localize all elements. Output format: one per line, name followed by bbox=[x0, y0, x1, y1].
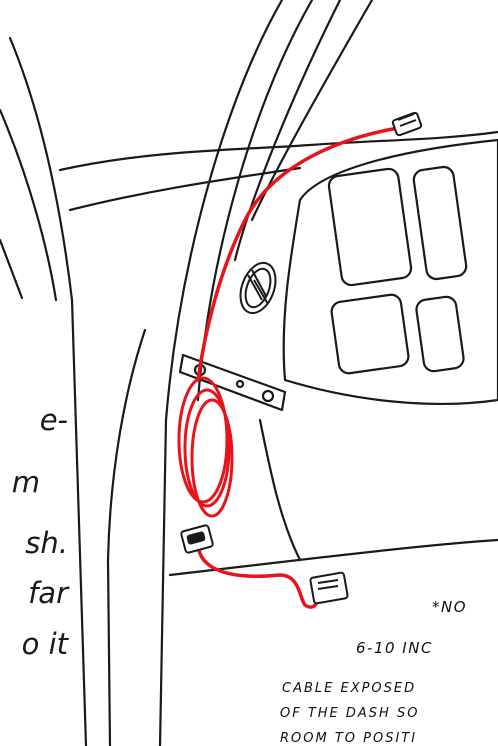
a-pillar-line-2 bbox=[0, 110, 56, 300]
air-vent-icon bbox=[234, 258, 282, 318]
strip-hole-3 bbox=[263, 391, 273, 401]
note-line-1: *NO bbox=[432, 598, 467, 616]
vent-panel bbox=[284, 140, 498, 404]
cable-run-bottom bbox=[198, 545, 318, 607]
vent-slot-2 bbox=[413, 166, 468, 280]
note-line-2: 6-10 INC bbox=[356, 639, 433, 657]
cable-coil-icon bbox=[179, 378, 232, 516]
device-connector-icon bbox=[310, 572, 348, 604]
note-line-3: CABLE EXPOSED bbox=[282, 681, 416, 696]
lower-dash-2 bbox=[260, 420, 300, 560]
pillar-line-8 bbox=[108, 330, 145, 746]
cable-run-top bbox=[198, 128, 398, 380]
pillar-line-4 bbox=[160, 0, 282, 746]
note-line-5: ROOM TO POSITI bbox=[280, 731, 417, 746]
obd-port-icon bbox=[181, 525, 214, 553]
vent-slot-4 bbox=[415, 296, 465, 373]
connector-plug-icon bbox=[392, 112, 422, 136]
vent-slot-3 bbox=[330, 293, 409, 374]
pillar-line-5 bbox=[198, 0, 312, 400]
instruction-line-4: far bbox=[28, 576, 70, 610]
instruction-line-1: e- bbox=[40, 403, 68, 437]
a-pillar-line-3 bbox=[0, 240, 22, 298]
instruction-line-3: sh. bbox=[25, 526, 68, 560]
pillar-line-6 bbox=[235, 0, 340, 260]
note-line-4: OF THE DASH SO bbox=[280, 706, 419, 721]
instruction-line-2: m bbox=[12, 465, 40, 499]
vent-slot-1 bbox=[328, 168, 413, 287]
strip-hole-2 bbox=[237, 381, 243, 387]
instruction-line-5: o it bbox=[22, 627, 70, 661]
